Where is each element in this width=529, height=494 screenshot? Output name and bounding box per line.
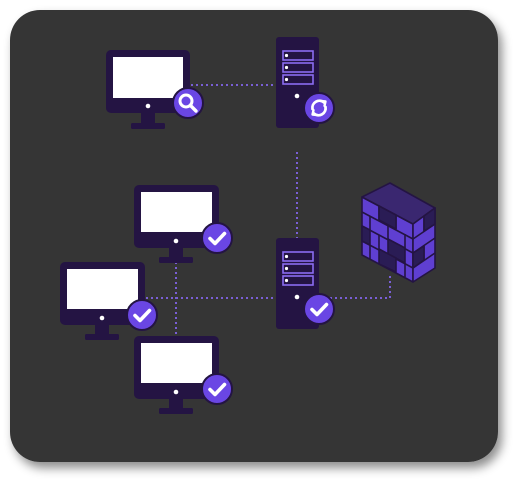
server-top	[276, 37, 335, 128]
monitor-check-2	[60, 262, 158, 340]
server-led	[284, 266, 289, 271]
firewall	[361, 182, 436, 283]
check-icon	[201, 222, 233, 254]
network-diagram-card	[10, 10, 498, 462]
server-led	[284, 278, 289, 283]
server-led	[284, 77, 289, 82]
network-diagram	[10, 10, 498, 462]
server-led	[284, 254, 289, 259]
server-drive-bay	[282, 275, 314, 286]
monitor-stand	[85, 334, 119, 340]
monitor-search	[106, 50, 204, 129]
check-icon	[201, 373, 233, 405]
monitor-stand	[159, 257, 193, 263]
monitor-power-led	[145, 103, 151, 109]
monitor-stand	[131, 123, 165, 129]
connectors	[146, 84, 391, 336]
server-drive-bay	[282, 62, 314, 73]
monitor-neck	[95, 325, 109, 334]
server-drive-bay	[282, 251, 314, 262]
monitor-check-1	[134, 185, 233, 263]
check-icon	[126, 299, 158, 331]
server-main	[276, 238, 335, 329]
monitor-neck	[169, 248, 183, 257]
monitor-screen	[141, 192, 212, 232]
server-led	[284, 53, 289, 58]
monitor-power-led	[173, 389, 179, 395]
server-power-led	[294, 93, 300, 99]
brick-wall-icon	[361, 182, 436, 283]
check-icon	[303, 293, 335, 325]
monitor-screen	[141, 343, 212, 383]
server-drive-bay	[282, 263, 314, 274]
monitor-screen	[113, 57, 183, 98]
monitor-neck	[169, 399, 183, 408]
monitor-power-led	[99, 315, 105, 321]
search-icon	[172, 87, 204, 119]
monitor-neck	[141, 113, 155, 123]
monitor-screen	[67, 269, 138, 309]
monitor-check-3	[134, 336, 233, 414]
server-led	[284, 65, 289, 70]
sync-icon	[303, 92, 335, 124]
server-drive-bay	[282, 74, 314, 85]
monitor-power-led	[173, 238, 179, 244]
monitor-stand	[159, 408, 193, 414]
server-power-led	[294, 294, 300, 300]
server-drive-bay	[282, 50, 314, 61]
